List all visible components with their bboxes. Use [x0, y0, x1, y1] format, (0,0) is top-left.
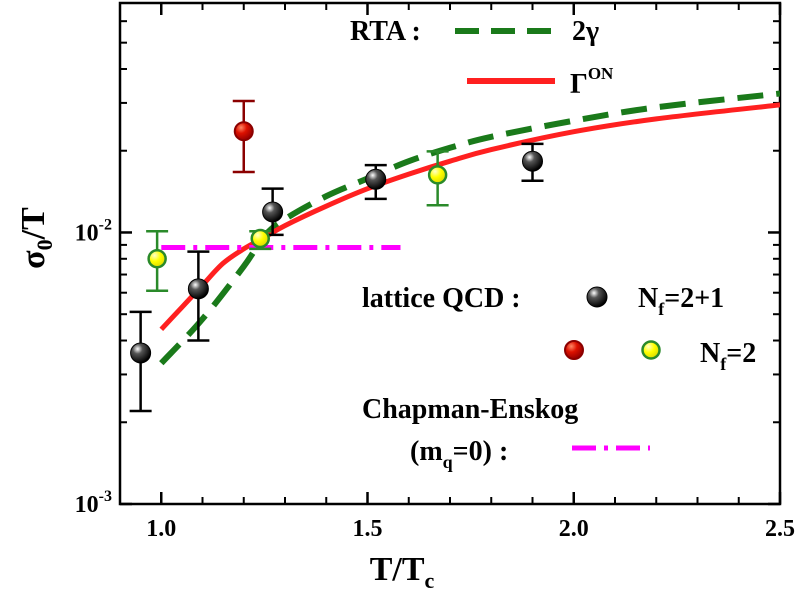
series-line-1: [159, 102, 780, 331]
legend-nf21-marker: [586, 286, 608, 308]
y-axis-title: σ0/T: [15, 207, 57, 269]
x-tick-label: 1.5: [353, 516, 383, 542]
legend-nf2-red-marker: [564, 340, 584, 360]
x-tick-label: 1.0: [146, 516, 176, 542]
legend-rta-label: RTA :: [350, 16, 421, 47]
data-markers: [130, 121, 543, 364]
legend: RTA : 2γ ΓON lattice QCD : Nf=2+1 Nf=2 C…: [350, 16, 756, 472]
data-point: [130, 342, 152, 364]
legend-lattice-label: lattice QCD :: [362, 283, 521, 314]
y-tick-label: 10-2: [75, 216, 112, 246]
series-line-0: [159, 90, 780, 366]
x-tick-label: 2.0: [559, 516, 589, 542]
data-point: [187, 278, 209, 300]
x-axis-title: T/Tc: [370, 551, 435, 593]
legend-nf2-label: Nf=2: [700, 338, 756, 374]
curves: [159, 90, 780, 366]
legend-gammaon-label: ΓON: [570, 64, 614, 100]
legend-nf2-yellow-marker: [641, 340, 661, 360]
axis-tick-labels: 1.0 1.5 2.0 2.5 10-3 10-2: [75, 216, 795, 542]
plot-frame: [118, 1, 782, 506]
legend-mq-label: (mq=0) :: [410, 436, 508, 472]
data-point: [427, 165, 448, 185]
legend-nf21-label: Nf=2+1: [638, 283, 724, 319]
y-tick-label: 10-3: [75, 488, 112, 518]
data-point: [365, 168, 387, 190]
legend-ce-label: Chapman-Enskog: [362, 394, 578, 425]
x-tick-label: 2.5: [765, 516, 795, 542]
data-point: [147, 249, 167, 269]
data-point: [522, 150, 543, 172]
error-bars: [129, 99, 544, 413]
axis-ticks: [120, 2, 782, 506]
data-point: [262, 201, 284, 223]
data-point: [233, 121, 254, 142]
legend-2gamma-label: 2γ: [572, 16, 599, 47]
data-point: [250, 228, 270, 249]
